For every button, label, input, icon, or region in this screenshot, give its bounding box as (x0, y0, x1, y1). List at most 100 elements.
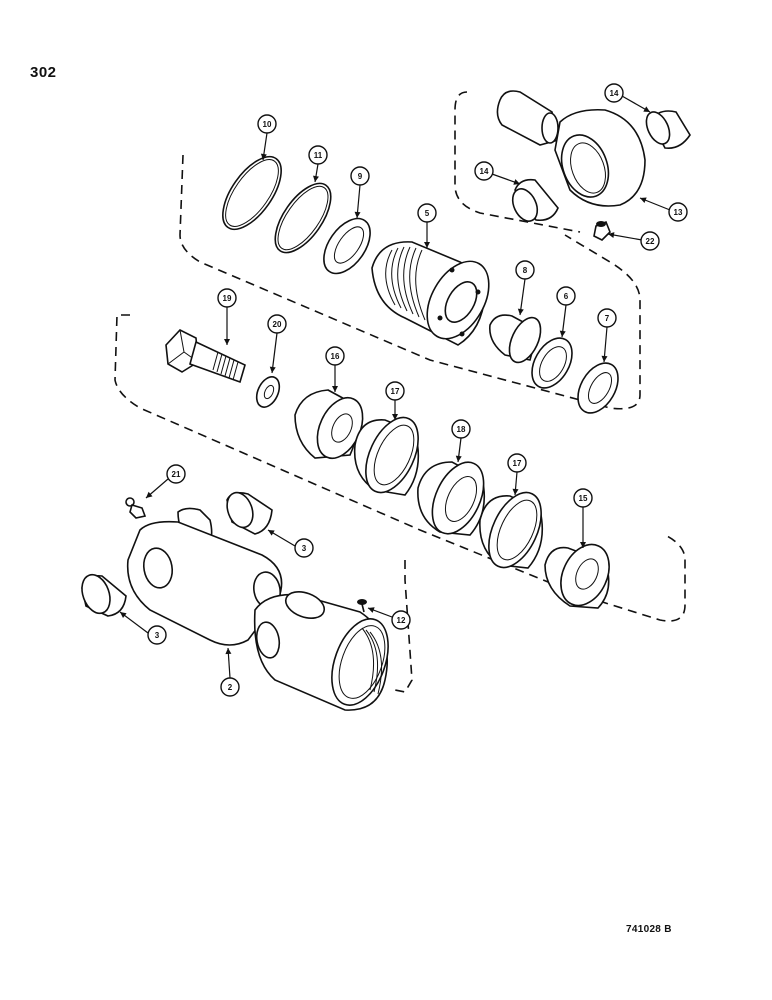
leader-arrowhead (424, 242, 430, 248)
callout-number: 15 (579, 494, 588, 503)
callout-number: 2 (228, 683, 233, 692)
leader-arrowhead (268, 530, 275, 536)
callout-number: 17 (391, 387, 400, 396)
part-18-wear-ring (417, 461, 486, 536)
part-19-bolt (165, 329, 246, 384)
callout-c7: 7 (597, 308, 617, 363)
callout-c13: 13 (639, 197, 688, 222)
callout-number: 14 (610, 89, 619, 98)
part-10-o-ring (222, 155, 282, 231)
leader-arrowhead (120, 612, 127, 618)
callout-c10: 10 (257, 114, 277, 161)
callout-number: 11 (314, 151, 323, 160)
callout-c14a: 14 (604, 83, 651, 113)
part-9-seal (323, 217, 371, 275)
callout-c21: 21 (145, 464, 186, 499)
callout-bubble (573, 488, 593, 508)
callout-number: 8 (523, 266, 528, 275)
leader-line (271, 332, 278, 374)
callout-bubble (257, 114, 277, 134)
callout-number: 3 (302, 544, 307, 553)
callout-number: 14 (480, 167, 489, 176)
callout-number: 17 (513, 459, 522, 468)
part-8-bushing (488, 314, 542, 364)
part-5-piston-head (371, 241, 490, 346)
callout-bubble (166, 464, 186, 484)
callout-bubble (217, 288, 237, 308)
part-14-bushing-lower (511, 178, 559, 222)
callout-c14b: 14 (474, 161, 521, 185)
callout-bubble (308, 145, 328, 165)
leader-arrowhead (455, 455, 462, 462)
callout-bubble (668, 202, 688, 222)
part-7-wiper-seal (577, 362, 619, 414)
group-outline-middle (114, 314, 686, 622)
leader-arrowhead (601, 355, 608, 362)
leader-arrowhead (640, 197, 647, 204)
leader-arrowhead (313, 175, 319, 182)
part-21-grease-fitting (125, 497, 147, 519)
callout-number: 3 (155, 631, 160, 640)
callout-bubble (294, 538, 314, 558)
leader-arrowhead (517, 308, 524, 315)
leader-line (519, 278, 526, 316)
callout-c22: 22 (607, 231, 660, 251)
part-11-backup-ring (274, 182, 332, 254)
callout-bubble (350, 166, 370, 186)
callout-bubble (507, 453, 527, 473)
leader-arrowhead (368, 607, 375, 613)
leader-arrowhead (512, 488, 519, 495)
callout-number: 12 (397, 616, 406, 625)
callout-bubble (417, 203, 437, 223)
callout-bubble (325, 346, 345, 366)
callout-c8: 8 (515, 260, 535, 316)
callout-c9: 9 (350, 166, 370, 219)
leader-arrowhead (260, 153, 267, 160)
group-outline-rod-eye (454, 91, 581, 233)
part-22-grease-fitting (593, 220, 611, 241)
callout-number: 9 (358, 172, 363, 181)
callout-c16: 16 (325, 346, 345, 392)
callout-bubble (556, 286, 576, 306)
callout-bubble (391, 610, 411, 630)
callout-number: 10 (263, 120, 272, 129)
callout-bubble (385, 381, 405, 401)
part-16-piston-nut (294, 389, 364, 460)
leader-arrowhead (580, 542, 586, 548)
part-2-cylinder-tube (126, 507, 389, 711)
callout-bubble (147, 625, 167, 645)
callout-c6: 6 (556, 286, 576, 338)
callout-bubble (640, 231, 660, 251)
callout-c11: 11 (308, 145, 328, 183)
callout-bubble (451, 419, 471, 439)
callout-number: 22 (646, 237, 655, 246)
leader-arrowhead (146, 491, 153, 498)
callout-number: 13 (674, 208, 683, 217)
callout-c19: 19 (217, 288, 237, 345)
leader-arrowhead (608, 232, 615, 238)
callout-number: 19 (223, 294, 232, 303)
callout-bubble (604, 83, 624, 103)
leader-arrowhead (224, 339, 230, 345)
drawing-reference-code: 741028 B (626, 924, 672, 935)
callout-number: 6 (564, 292, 569, 301)
callout-bubble (515, 260, 535, 280)
callout-c5: 5 (417, 203, 437, 248)
callout-c17a: 17 (385, 381, 405, 420)
leader-arrowhead (269, 366, 276, 373)
part-3-bushing-lower (81, 573, 127, 617)
leader-arrowhead (332, 386, 338, 392)
part-17-seal-lower (479, 491, 544, 569)
callout-c20: 20 (267, 314, 287, 374)
part-6-ring (531, 337, 573, 389)
part-14-bushing-upper (645, 110, 691, 150)
callout-bubble (267, 314, 287, 334)
leader-arrowhead (559, 330, 566, 337)
callout-number: 16 (331, 352, 340, 361)
callout-number: 5 (425, 209, 430, 218)
page-number: 302 (30, 64, 57, 81)
leader-arrowhead (392, 414, 398, 420)
leader-arrowhead (643, 106, 650, 112)
